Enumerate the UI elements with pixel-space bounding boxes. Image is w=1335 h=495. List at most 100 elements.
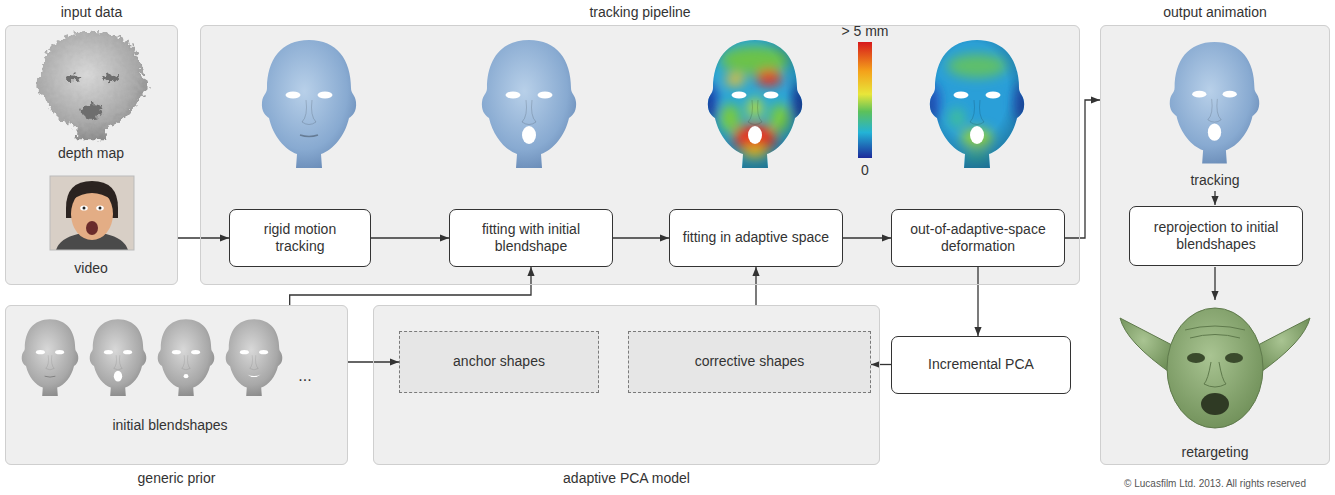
panel-group: tracking pipelinerigid motion trackingfi… bbox=[200, 25, 1080, 285]
panel-heading: generic prior bbox=[6, 470, 347, 487]
output-caption: tracking bbox=[1190, 172, 1239, 189]
box-label: corrective shapes bbox=[695, 353, 805, 371]
blendshape-heads bbox=[184, 374, 189, 378]
flow-arrow bbox=[178, 237, 229, 238]
video-frame bbox=[83, 207, 86, 210]
panel-heading: adaptive PCA model bbox=[374, 470, 879, 487]
ellipsis: ... bbox=[298, 366, 311, 385]
head-output bbox=[1208, 124, 1221, 141]
retargeted-character bbox=[1225, 353, 1243, 363]
depth-map-scan bbox=[36, 32, 147, 140]
video-frame bbox=[80, 205, 88, 210]
output-caption: retargeting bbox=[1182, 444, 1249, 461]
flow-arrow bbox=[871, 364, 891, 365]
copyright-notice: © Lucasfilm Ltd. 2013. All rights reserv… bbox=[1124, 478, 1306, 490]
head-initial-fit bbox=[506, 92, 553, 125]
flow-arrow bbox=[843, 237, 891, 238]
retargeted-character bbox=[1204, 362, 1226, 387]
flow-arrow bbox=[1214, 267, 1215, 300]
retargeted-character bbox=[1201, 393, 1229, 415]
depth-map-scan bbox=[65, 75, 82, 82]
retargeted-character bbox=[1167, 308, 1263, 428]
blendshape-heads bbox=[45, 376, 56, 378]
depth-map-scan bbox=[103, 75, 120, 82]
scale-min: 0 bbox=[861, 162, 869, 179]
panel-fill bbox=[5, 25, 178, 285]
process-box: Incremental PCA bbox=[891, 336, 1071, 394]
box-label: reprojection to initial blendshapes bbox=[1138, 219, 1294, 254]
video-frame bbox=[99, 207, 102, 210]
flow-arrow bbox=[290, 267, 531, 305]
flow-arrow bbox=[977, 267, 978, 336]
box-label: fitting in adaptive space bbox=[683, 229, 829, 247]
retargeted-character bbox=[1187, 353, 1205, 363]
panel-group: generic prior bbox=[5, 305, 348, 465]
retargeted-character bbox=[1120, 318, 1172, 374]
head-refined-map bbox=[954, 92, 1001, 125]
head-error-map bbox=[732, 92, 779, 125]
box-label: out-of-adaptive-space deformation bbox=[900, 221, 1056, 256]
blendshape-heads bbox=[104, 350, 132, 370]
video-frame bbox=[50, 176, 134, 250]
blendshape-heads bbox=[226, 319, 283, 396]
retargeted-character bbox=[1185, 326, 1245, 338]
head-error-map bbox=[748, 126, 762, 144]
head-output bbox=[1192, 91, 1237, 122]
head-refined-map bbox=[970, 126, 984, 144]
blendshape-heads bbox=[226, 319, 283, 396]
process-box: fitting with initial blendshape bbox=[449, 209, 613, 267]
panel-fill bbox=[5, 305, 348, 465]
blendshape-heads bbox=[158, 319, 215, 396]
head-error-map bbox=[702, 38, 808, 168]
box-label: anchor shapes bbox=[453, 353, 545, 371]
head-rigid bbox=[286, 92, 333, 125]
blendshape-heads bbox=[240, 350, 268, 370]
error-color-bar bbox=[858, 42, 872, 158]
flow-arrow bbox=[371, 237, 449, 238]
head-rigid bbox=[262, 40, 356, 168]
head-error-map bbox=[702, 38, 808, 168]
head-initial-fit bbox=[522, 126, 536, 144]
blendshape-heads bbox=[90, 319, 147, 396]
depth-map-scan bbox=[81, 104, 102, 119]
head-output bbox=[1170, 42, 1260, 164]
head-refined-map bbox=[927, 38, 1027, 168]
error-color-bar bbox=[858, 42, 872, 158]
video-frame bbox=[50, 176, 134, 250]
flow-arrow bbox=[755, 267, 756, 305]
panel-fill bbox=[1100, 25, 1330, 465]
retargeted-character bbox=[1120, 308, 1310, 428]
head-rigid bbox=[300, 135, 318, 137]
blendshape-heads bbox=[172, 350, 200, 370]
head-refined-map bbox=[924, 38, 1030, 168]
head-refined-map bbox=[930, 40, 1024, 168]
panel-fill bbox=[373, 305, 880, 465]
blendshape-heads bbox=[22, 319, 79, 396]
model-component-box: anchor shapes bbox=[399, 331, 599, 393]
panel-fill bbox=[200, 25, 1080, 285]
process-box: out-of-adaptive-space deformation bbox=[891, 209, 1065, 267]
blendshape-heads bbox=[90, 319, 147, 396]
retargeted-character bbox=[1258, 318, 1310, 374]
depth-map-scan bbox=[36, 32, 147, 140]
panel-heading: tracking pipeline bbox=[201, 4, 1079, 21]
panel-group: output animationreprojection to initial … bbox=[1100, 25, 1330, 465]
head-initial-fit bbox=[482, 40, 576, 168]
model-component-box: corrective shapes bbox=[628, 331, 871, 393]
input-caption: video bbox=[74, 260, 107, 277]
prior-caption: initial blendshapes bbox=[112, 417, 227, 434]
scale-max: > 5 mm bbox=[841, 23, 888, 40]
blendshape-heads bbox=[22, 319, 283, 396]
panel-heading: input data bbox=[6, 4, 177, 21]
depth-map-scan bbox=[36, 32, 147, 140]
head-refined-map bbox=[924, 38, 1030, 168]
box-label: rigid motion tracking bbox=[238, 221, 362, 256]
video-frame bbox=[86, 221, 98, 235]
head-error-map bbox=[708, 40, 802, 168]
flow-arrow bbox=[1214, 191, 1215, 205]
process-box: reprojection to initial blendshapes bbox=[1129, 206, 1303, 266]
process-box: rigid motion tracking bbox=[229, 209, 371, 267]
input-caption: depth map bbox=[58, 145, 124, 162]
blendshape-heads bbox=[22, 319, 79, 396]
box-label: fitting with initial blendshape bbox=[458, 221, 604, 256]
